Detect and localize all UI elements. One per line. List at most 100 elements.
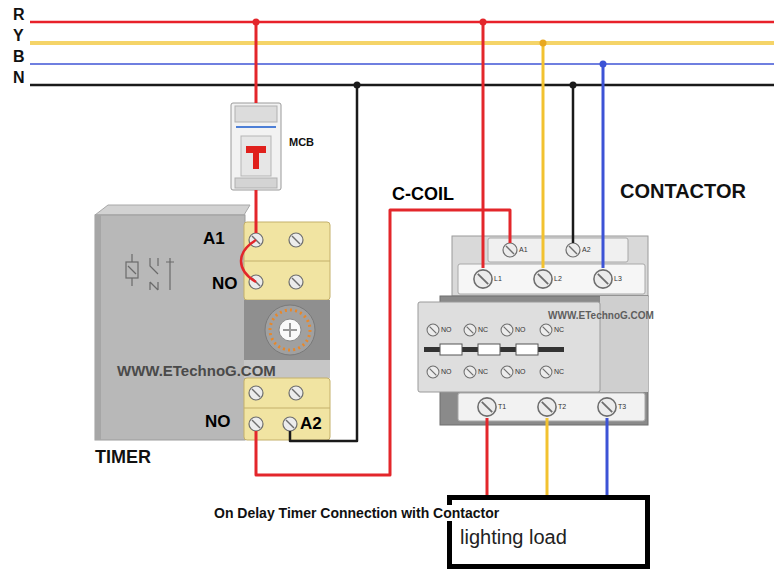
mcb-breaker (231, 103, 281, 190)
contactor (534, 270, 552, 288)
watermark: WWW.ETechnoG.COM (548, 310, 654, 322)
junction-dot (540, 40, 547, 47)
terminal-mark: NC (478, 326, 488, 334)
contactor (458, 264, 645, 294)
wire (486, 418, 489, 425)
wire (606, 418, 609, 425)
phase-label: B (13, 48, 25, 66)
contactor (503, 243, 517, 257)
mcb-breaker: MCB (231, 103, 281, 190)
wire-connector (255, 190, 258, 205)
supply-bus (30, 21, 774, 24)
contactor (598, 398, 616, 416)
supply-bus (30, 84, 774, 87)
wire (241, 240, 256, 282)
timer-relay (289, 275, 303, 289)
junction-dot (480, 19, 487, 26)
wire-connector (606, 425, 609, 495)
contactor (452, 236, 648, 296)
timer-relay (283, 417, 297, 431)
timer-relay (289, 386, 303, 400)
contactor (458, 393, 645, 421)
mcb-breaker (235, 106, 277, 122)
wire (602, 64, 605, 268)
part-label: MCB (289, 136, 314, 149)
load-label: lighting load (460, 526, 567, 549)
wire (241, 22, 607, 445)
terminal-mark: T2 (558, 403, 566, 411)
wire-connector (256, 210, 510, 475)
terminal-label: NO (205, 412, 231, 432)
contactor (478, 344, 500, 355)
terminal-mark: NC (554, 368, 564, 376)
junction-dot (253, 19, 260, 26)
contactor (501, 366, 513, 378)
phase-label: R (13, 6, 25, 24)
contactor (427, 366, 439, 378)
timer-relay (95, 215, 245, 440)
timer-relay (244, 408, 330, 409)
timer-relay (95, 215, 101, 440)
terminal-label: A1 (203, 229, 225, 249)
mcb-breaker (246, 146, 266, 153)
contactor (516, 344, 538, 355)
terminal-label: A2 (300, 414, 322, 434)
wire-connector (486, 425, 489, 495)
timer-relay (244, 378, 330, 440)
wire (255, 431, 258, 445)
terminal-mark: NO (515, 368, 526, 376)
part-label: TIMER (95, 447, 151, 468)
timer-relay (244, 222, 330, 300)
junction-dot (354, 82, 361, 89)
timer-symbol (126, 254, 174, 290)
timer-relay (265, 305, 315, 355)
timer-relay (279, 319, 301, 341)
timer-symbol (150, 258, 158, 290)
terminal-label: NO (212, 274, 238, 294)
terminal-mark: A1 (519, 246, 528, 254)
timer-relay (244, 300, 330, 360)
mcb-breaker (241, 136, 271, 176)
wire-connector (546, 425, 549, 495)
terminal-mark: NC (554, 326, 564, 334)
contactor (540, 366, 552, 378)
timer-relay (244, 261, 330, 262)
timer-relay (249, 386, 263, 400)
contactor (478, 398, 496, 416)
terminal-mark: T3 (618, 403, 626, 411)
timer-relay (95, 205, 250, 215)
contactor (427, 324, 439, 336)
terminal-mark: L2 (554, 275, 562, 283)
phase-label: Y (13, 27, 24, 45)
contactor (440, 344, 462, 355)
contactor: CONTACTOR (418, 232, 650, 425)
timer-relay (249, 417, 263, 431)
contactor (594, 270, 612, 288)
timer-symbol (128, 254, 136, 286)
mcb-breaker (253, 153, 259, 169)
mcb-breaker (231, 103, 281, 190)
contactor (540, 324, 552, 336)
junction-dot (253, 19, 607, 89)
terminal-mark: A2 (582, 246, 591, 254)
timer-relay (95, 205, 330, 440)
timer-relay (289, 233, 303, 247)
contactor (464, 324, 476, 336)
contactor (566, 243, 580, 257)
wire (255, 205, 258, 233)
mcb-breaker (235, 178, 277, 188)
wire (482, 22, 485, 268)
wire (572, 85, 575, 243)
terminal-mark: T1 (498, 403, 506, 411)
timer-relay (270, 310, 310, 350)
wire (542, 43, 545, 268)
contactor (464, 366, 476, 378)
contactor (501, 324, 513, 336)
timer-relay (283, 323, 297, 337)
phase-label: N (13, 69, 25, 87)
wire (509, 232, 512, 243)
